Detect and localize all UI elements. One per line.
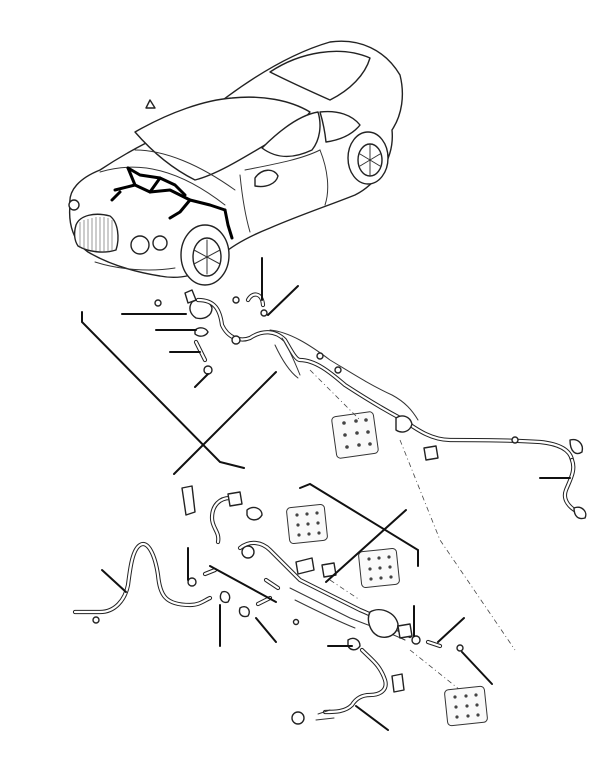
rear-wheel <box>347 131 389 185</box>
upper-pipe-assembly <box>154 289 587 520</box>
front-wheel <box>180 224 230 286</box>
wiring-harness-on-car <box>110 166 234 240</box>
connection-lines <box>309 369 516 691</box>
lower-pipe-assembly <box>72 485 488 727</box>
leader-lines <box>81 257 571 731</box>
car-illustration <box>68 40 404 286</box>
